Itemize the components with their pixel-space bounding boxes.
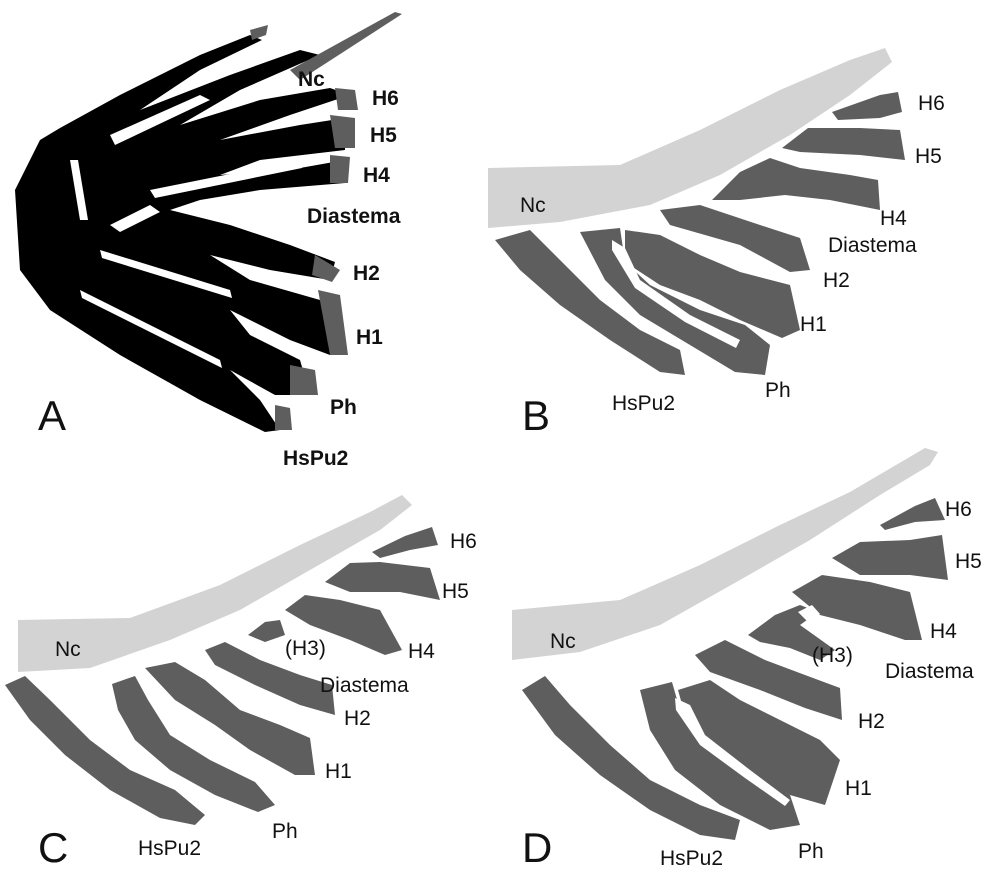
panel-c-label-diastema: Diastema — [320, 674, 409, 697]
panel-a-h4-tip — [330, 155, 350, 183]
panel-d-label-nc: Nc — [550, 630, 576, 653]
panel-a-label-h6: H6 — [372, 87, 399, 110]
panel-c-h5 — [325, 562, 440, 600]
panel-a-neural-spine — [250, 25, 268, 40]
panel-b-label-hspu2: HsPu2 — [612, 392, 675, 415]
panel-b-label-h6: H6 — [918, 92, 945, 115]
panel-c-label-h6: H6 — [450, 530, 477, 553]
panel-a-label-diastema: Diastema — [307, 205, 401, 228]
panel-b-label-ph: Ph — [765, 379, 791, 402]
panel-c-label-h5: H5 — [442, 580, 469, 603]
panel-b-label-diastema: Diastema — [828, 234, 917, 257]
panel-b-letter: B — [522, 392, 550, 439]
panel-a-label-h5: H5 — [370, 124, 397, 147]
panel-c-label-h4: H4 — [408, 640, 435, 663]
panel-c-label-ph: Ph — [272, 820, 298, 843]
panel-a: Nc H6 H5 H4 Diastema H2 H1 Ph HsPu2 A — [15, 12, 402, 470]
panel-d-letter: D — [522, 824, 552, 870]
panel-a-label-h4: H4 — [363, 164, 390, 187]
panel-c-h6 — [372, 527, 438, 558]
panel-c-label-h2: H2 — [344, 707, 371, 730]
panel-b-label-h5: H5 — [915, 145, 942, 168]
panel-d-label-h3: (H3) — [812, 644, 853, 667]
panel-d-label-h5: H5 — [955, 550, 982, 573]
panel-d-label-h2: H2 — [858, 710, 885, 733]
panel-d-label-h1: H1 — [845, 777, 872, 800]
panel-c-label-nc: Nc — [55, 638, 81, 661]
panel-a-label-nc: Nc — [298, 68, 325, 91]
panel-c-label-h1: H1 — [325, 760, 352, 783]
panel-d-h6 — [880, 498, 945, 530]
panel-b-h5 — [782, 128, 905, 160]
panel-d-label-h6: H6 — [945, 498, 972, 521]
panel-b-label-h4: H4 — [880, 207, 907, 230]
panel-c-letter: C — [38, 824, 68, 870]
panel-b-label-h2: H2 — [823, 269, 850, 292]
panel-b-label-h1: H1 — [800, 313, 827, 336]
panel-a-label-hspu2: HsPu2 — [283, 447, 348, 470]
panel-c-h3 — [248, 620, 285, 642]
panel-d: Nc H6 H5 H4 (H3) Diastema H2 H1 Ph HsPu2… — [512, 448, 982, 870]
panel-b-h4 — [712, 158, 880, 210]
panel-c-label-hspu2: HsPu2 — [138, 837, 201, 860]
panel-a-label-ph: Ph — [330, 396, 357, 419]
panel-a-ph-tip — [290, 365, 318, 395]
panel-a-label-h1: H1 — [356, 326, 383, 349]
panel-b-label-nc: Nc — [520, 194, 546, 217]
panel-d-label-h4: H4 — [930, 620, 957, 643]
panel-d-h5 — [832, 535, 948, 580]
panel-b: Nc H6 H5 H4 Diastema H2 H1 Ph HsPu2 B — [488, 48, 945, 439]
panel-d-label-ph: Ph — [798, 840, 824, 863]
panel-d-label-diastema: Diastema — [885, 660, 974, 683]
panel-c: Nc H6 H5 (H3) H4 Diastema H2 H1 Ph HsPu2… — [5, 495, 477, 870]
panel-a-label-h2: H2 — [353, 262, 380, 285]
panel-d-label-hspu2: HsPu2 — [660, 847, 723, 870]
panel-a-hspu2-tip — [275, 405, 292, 430]
panel-a-h6-tip — [335, 88, 358, 110]
panel-c-label-h3: (H3) — [285, 637, 326, 660]
panel-a-letter: A — [38, 392, 66, 439]
